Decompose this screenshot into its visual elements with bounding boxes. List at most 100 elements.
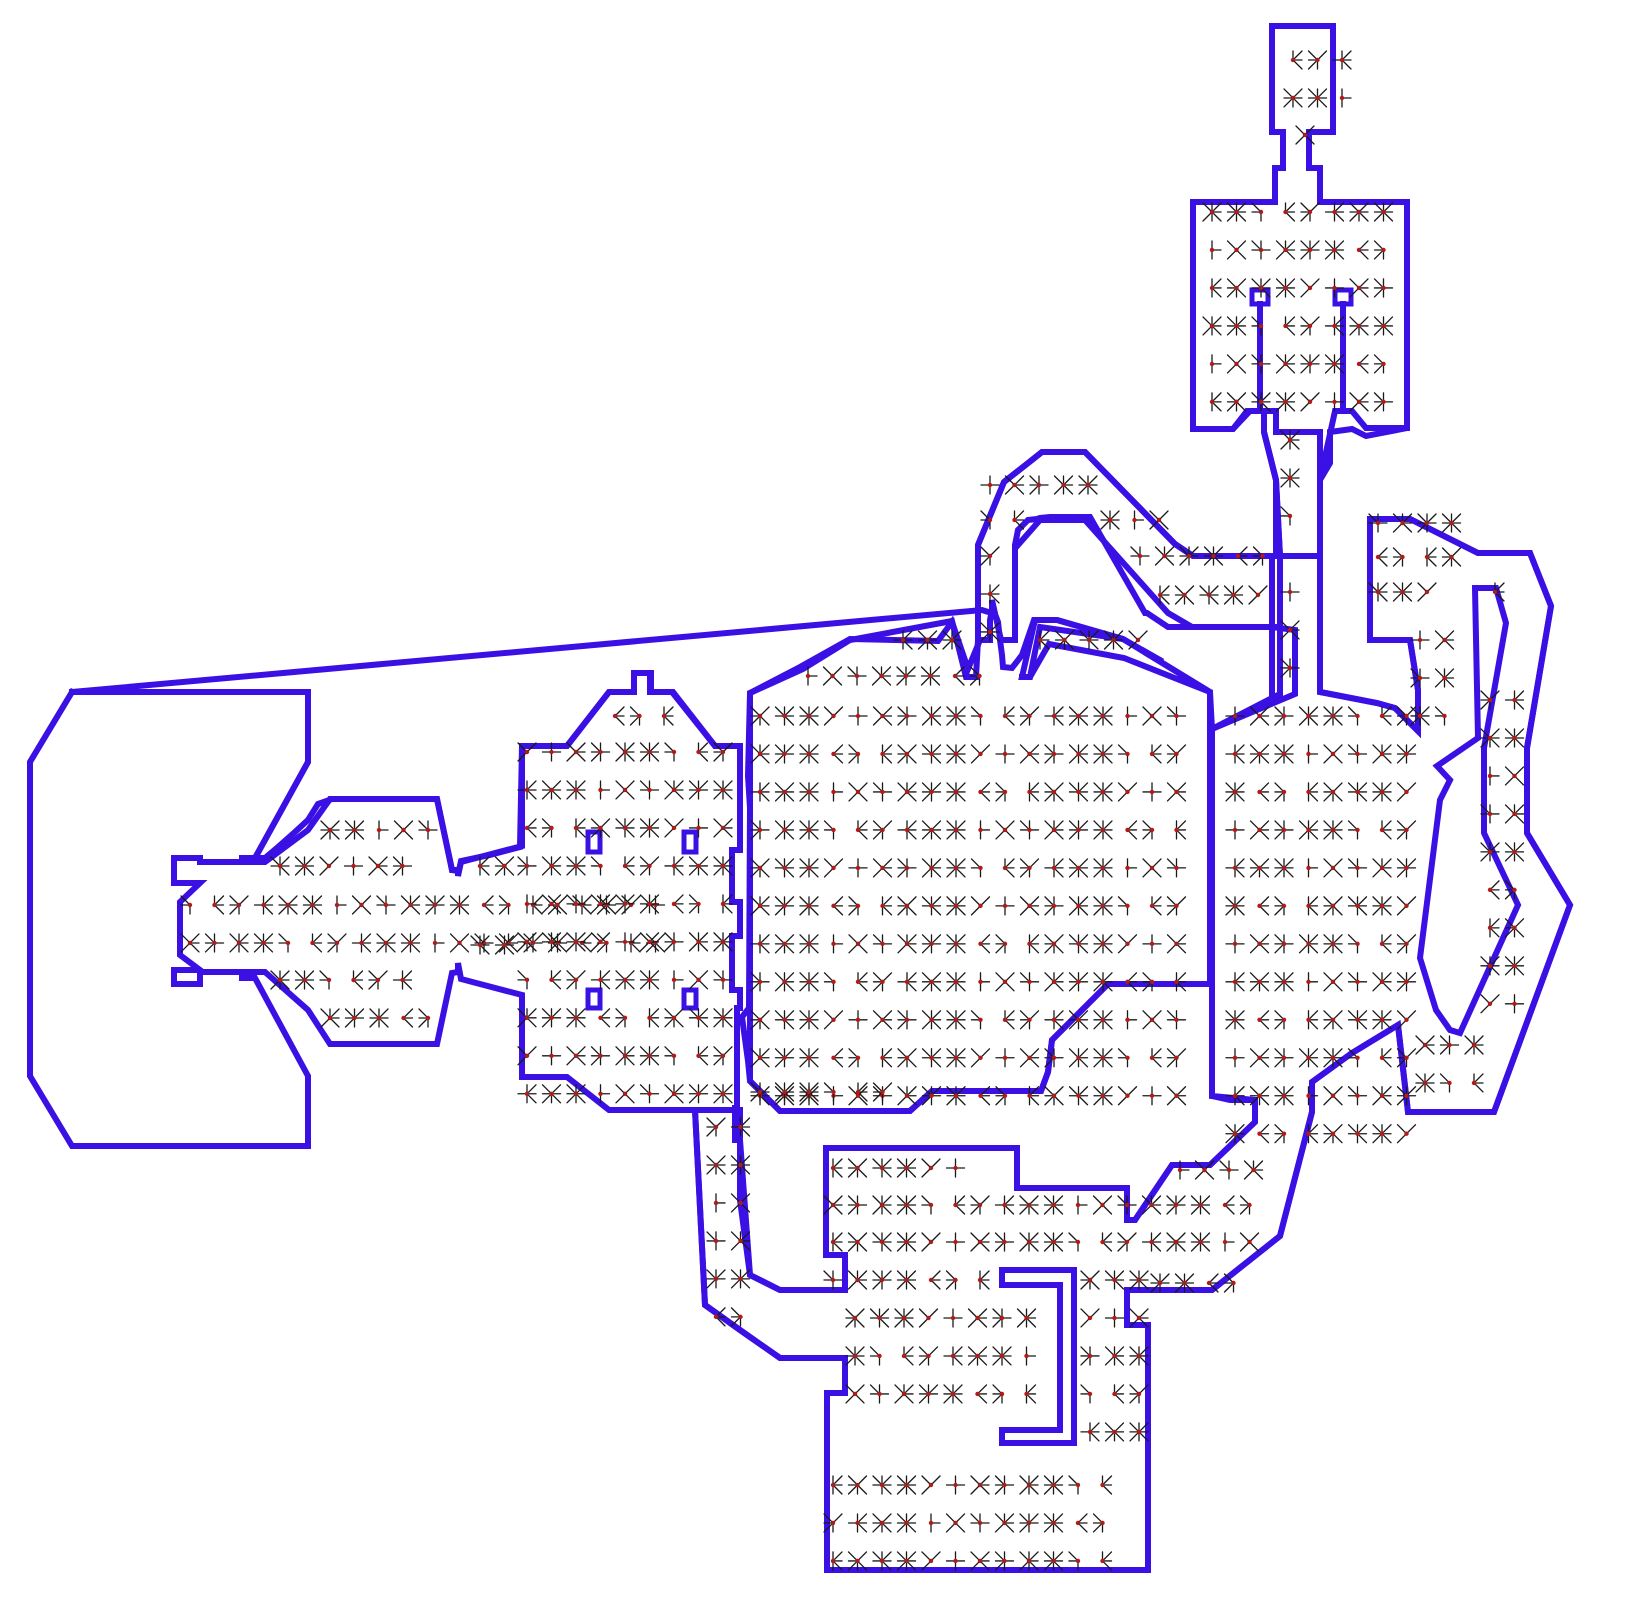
flow-arrow — [874, 973, 892, 991]
flow-arrow — [525, 819, 536, 837]
flow-arrow — [714, 781, 732, 799]
flow-arrow — [1281, 507, 1292, 525]
flow-arrow — [1376, 548, 1387, 566]
flow-arrow — [1349, 707, 1360, 725]
flow-arrow — [1027, 935, 1038, 953]
flow-arrow — [696, 1047, 707, 1065]
flow-arrow — [920, 1347, 938, 1365]
flow-arrow — [1357, 241, 1368, 259]
flow-arrow — [346, 821, 364, 839]
flow-arrow — [255, 934, 273, 952]
flow-arrow — [800, 1083, 818, 1101]
flow-arrow — [1398, 897, 1416, 915]
flow-arrow — [1380, 1049, 1391, 1067]
flow-arrow — [1076, 1514, 1087, 1532]
flow-arrow — [1020, 1233, 1038, 1251]
wall-west-hall — [30, 692, 308, 1146]
flow-arrow — [598, 1085, 609, 1103]
flow-arrow — [665, 743, 676, 761]
flow-arrow — [346, 1009, 364, 1027]
flow-arrow — [616, 819, 634, 837]
flow-arrow — [592, 819, 610, 837]
flow-arrow — [1168, 1011, 1186, 1029]
flow-arrow — [1021, 859, 1039, 877]
flow-arrow — [1301, 317, 1319, 335]
flow-arrow — [1418, 583, 1436, 601]
flow-arrow — [1070, 745, 1088, 763]
flow-arrow — [849, 783, 867, 801]
flow-arrow — [831, 1049, 842, 1067]
flow-arrow — [1306, 1125, 1317, 1143]
flow-arrow — [1506, 729, 1524, 747]
flow-arrow — [923, 1049, 941, 1067]
flow-arrow — [1080, 631, 1098, 649]
flow-arrow — [831, 935, 842, 953]
flow-arrow — [1131, 547, 1149, 565]
flow-arrow — [874, 1083, 892, 1101]
flow-arrow — [641, 857, 659, 875]
flow-arrow — [898, 973, 916, 991]
flow-arrow — [751, 745, 769, 763]
flow-arrow — [1411, 669, 1429, 687]
flow-arrow — [1398, 1049, 1416, 1067]
flow-arrow — [849, 1159, 867, 1177]
flow-arrow — [1283, 203, 1294, 221]
flow-arrow — [800, 707, 818, 725]
flow-arrow — [846, 1385, 864, 1403]
flow-arrow — [871, 1347, 882, 1365]
flow-arrow — [672, 895, 683, 913]
flow-arrow — [1251, 935, 1269, 953]
flow-arrow — [1056, 631, 1074, 649]
flow-arrow — [1275, 935, 1293, 953]
flow-arrow — [1251, 973, 1269, 991]
flow-arrow — [849, 1196, 867, 1214]
flow-arrow — [567, 781, 585, 799]
flow-arrow — [1349, 745, 1367, 763]
flow-arrow — [800, 783, 818, 801]
flow-arrow — [1436, 631, 1454, 649]
flow-arrow — [1045, 973, 1063, 991]
flow-arrow — [1027, 783, 1038, 801]
flow-arrow — [1200, 586, 1218, 604]
flow-arrow — [1506, 691, 1524, 709]
flow-arrow — [598, 1009, 609, 1027]
flow-arrow — [641, 781, 659, 799]
flow-arrow — [922, 1233, 940, 1251]
flow-arrow — [1275, 897, 1286, 915]
flow-arrow — [1488, 767, 1499, 785]
flow-arrow — [1045, 1011, 1063, 1029]
flow-arrow — [898, 1159, 916, 1177]
flow-arrow — [1441, 1074, 1452, 1092]
flow-arrow — [714, 933, 732, 951]
flow-arrow — [1045, 1476, 1063, 1494]
flow-arrow — [1094, 859, 1112, 877]
flow-arrow — [1119, 783, 1137, 801]
flow-arrow — [776, 1011, 794, 1029]
flow-arrow — [402, 896, 420, 914]
flow-arrow — [1003, 859, 1014, 877]
flow-arrow — [296, 971, 314, 989]
flow-arrow — [922, 1159, 940, 1177]
flow-arrow — [1277, 393, 1295, 411]
flow-arrow — [751, 973, 769, 991]
flow-arrow — [321, 1009, 339, 1027]
flow-arrow — [1443, 548, 1461, 566]
flow-arrow — [871, 1309, 889, 1327]
flow-arrow — [1070, 897, 1088, 915]
flow-arrow — [1018, 1309, 1036, 1327]
flow-arrow — [873, 1271, 891, 1289]
flow-arrow — [922, 1196, 933, 1214]
flow-arrow — [1394, 548, 1405, 566]
flow-arrow — [978, 821, 989, 839]
flow-arrow — [947, 821, 965, 839]
flow-arrow — [1101, 511, 1119, 529]
flow-arrow — [898, 1552, 916, 1570]
flow-arrow — [800, 745, 818, 763]
flow-arrow — [996, 745, 1014, 763]
flow-arrow — [304, 896, 322, 914]
flow-arrow — [902, 1347, 913, 1365]
flow-arrow — [1373, 745, 1391, 763]
flow-arrow — [1210, 241, 1221, 259]
flow-arrow — [898, 1233, 916, 1251]
flow-arrow — [1168, 1049, 1186, 1067]
